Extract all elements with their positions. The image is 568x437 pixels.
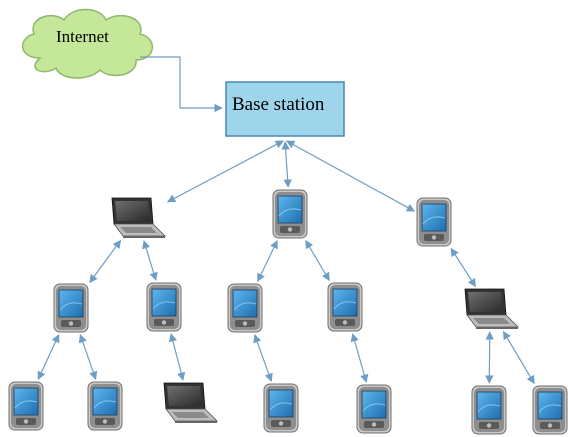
link-laptop-node-1-to-pda-node-5 — [142, 240, 158, 281]
pda-node-4 — [53, 283, 89, 333]
pda-node-10 — [87, 381, 123, 431]
link-base_station-to-pda-node-2 — [281, 141, 292, 188]
link-pda-node-4-to-pda-node-9 — [37, 333, 60, 381]
pda-icon — [146, 282, 182, 332]
link-base_station-to-laptop-node-1 — [166, 140, 284, 203]
link-pda-node-6-to-pda-node-12 — [253, 334, 273, 382]
laptop-icon — [464, 288, 519, 329]
pda-node-3 — [416, 197, 452, 247]
pda-icon — [471, 385, 507, 435]
pda-icon — [272, 189, 308, 239]
link-pda-node-3-to-laptop-node-8 — [450, 247, 477, 288]
link-pda-node-2-to-pda-node-7 — [305, 239, 330, 282]
pda-icon — [53, 283, 89, 333]
link-base_station-to-pda-node-3 — [286, 140, 416, 212]
link-pda-node-2-to-pda-node-6 — [257, 239, 278, 283]
internet-label: Internet — [56, 27, 109, 46]
pda-node-15 — [532, 385, 568, 435]
pda-icon — [227, 283, 263, 333]
nodes-layer — [8, 189, 568, 435]
pda-icon — [416, 197, 452, 247]
pda-icon — [532, 385, 568, 435]
base-station-label: Base station — [232, 94, 325, 115]
internet-cloud — [22, 8, 153, 79]
laptop-icon — [111, 197, 166, 238]
pda-node-2 — [272, 189, 308, 239]
pda-icon — [263, 383, 299, 433]
links-layer — [37, 140, 535, 385]
pda-node-7 — [327, 282, 363, 332]
pda-node-6 — [227, 283, 263, 333]
link-pda-node-4-to-pda-node-10 — [78, 334, 98, 380]
pda-icon — [8, 381, 44, 431]
cloud-icon — [22, 8, 153, 79]
pda-node-13 — [356, 384, 392, 434]
pda-icon — [327, 282, 363, 332]
link-laptop-node-8-to-pda-node-15 — [502, 330, 535, 385]
link-pda-node-5-to-laptop-node-11 — [168, 333, 186, 381]
internet-link — [140, 56, 223, 113]
pda-node-9 — [8, 381, 44, 431]
pda-node-14 — [471, 385, 507, 435]
pda-icon — [87, 381, 123, 431]
base-station-box — [225, 81, 345, 137]
pda-node-5 — [146, 282, 182, 332]
laptop-icon — [163, 382, 218, 423]
laptop-node-11 — [163, 382, 218, 423]
link-pda-node-7-to-pda-node-13 — [350, 333, 369, 383]
laptop-node-1 — [111, 197, 166, 238]
pda-icon — [356, 384, 392, 434]
laptop-node-8 — [464, 288, 519, 329]
pda-node-12 — [263, 383, 299, 433]
link-laptop-node-8-to-pda-node-14 — [485, 331, 494, 384]
link-laptop-node-1-to-pda-node-4 — [89, 239, 122, 284]
